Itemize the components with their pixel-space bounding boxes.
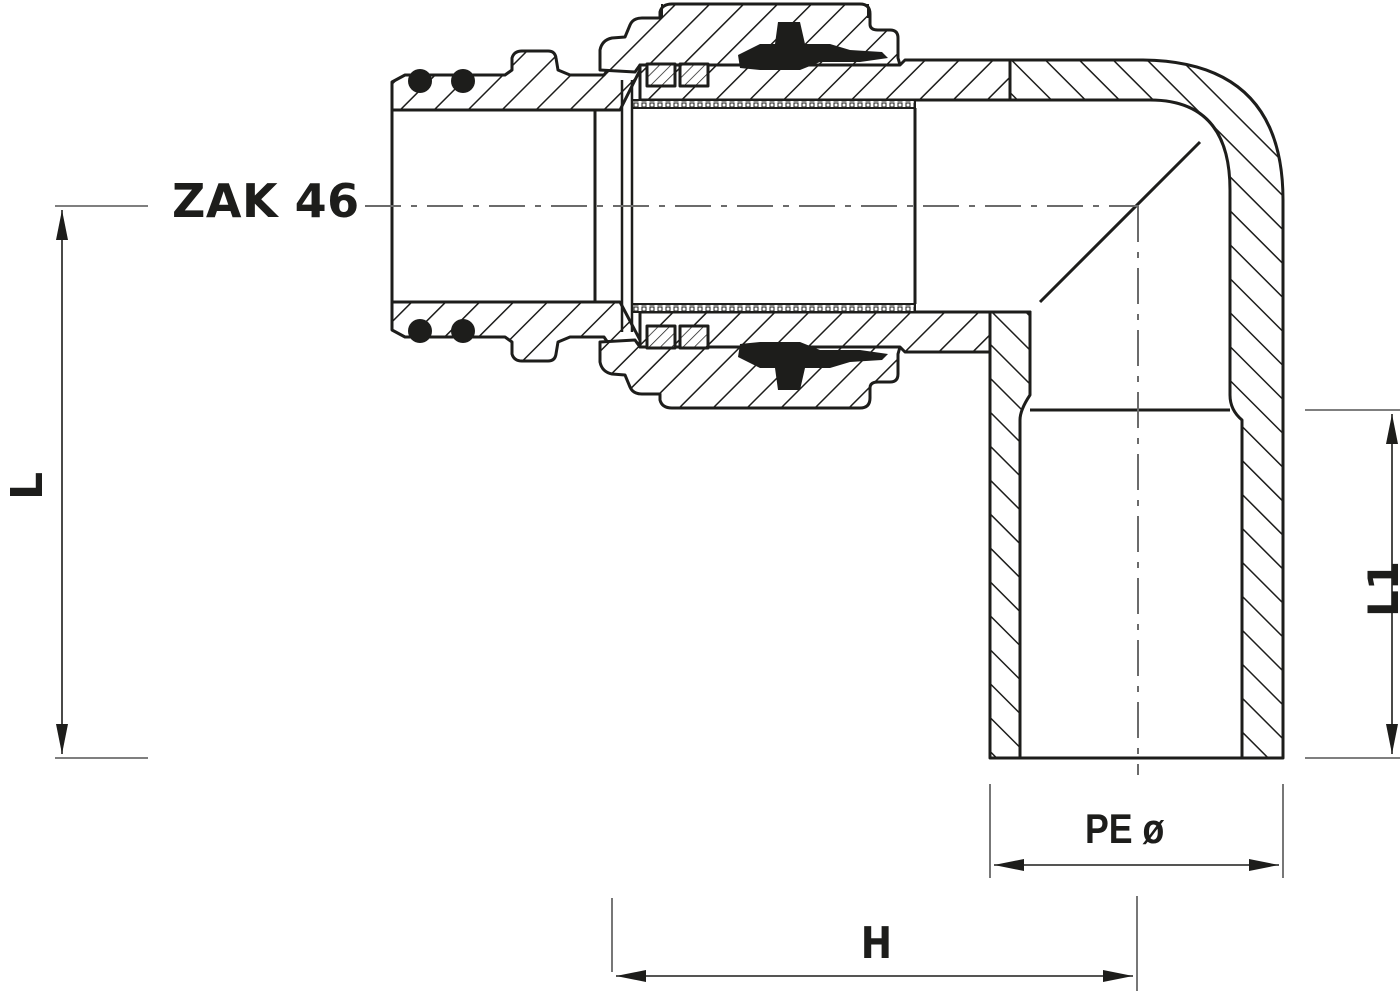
dimension-label-pe-diameter: PE ø: [1085, 805, 1165, 852]
elbow-body: [988, 58, 1285, 760]
dimension-label-l1: L1: [1359, 561, 1400, 617]
dimension-lines: [55, 205, 1400, 991]
support-sleeve-top: [631, 99, 916, 109]
centerlines: [365, 205, 1139, 775]
dimension-label-l: L: [2, 471, 53, 501]
spigot-lower-wall: [390, 300, 642, 374]
connection-label: ZAK 46: [172, 174, 360, 228]
support-sleeve-bottom: [631, 303, 916, 313]
dimension-label-h: H: [860, 918, 893, 969]
